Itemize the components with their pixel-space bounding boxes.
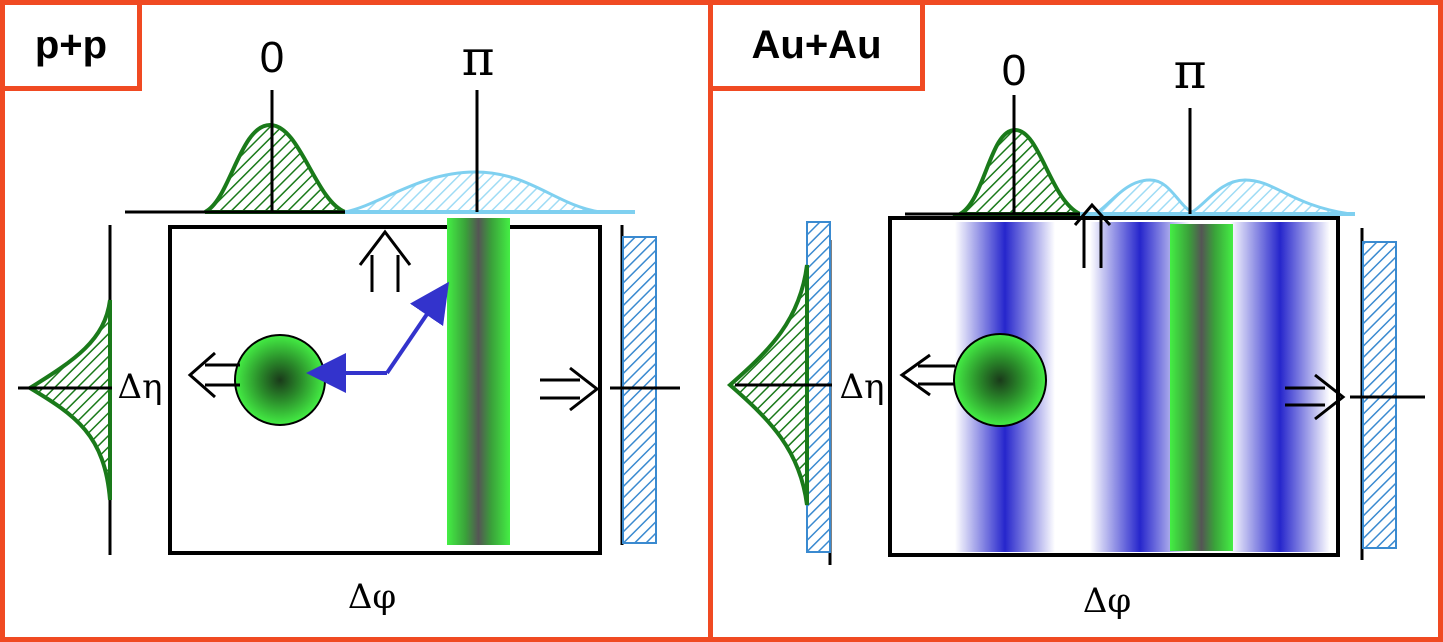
pp-title: p+p <box>5 5 142 91</box>
auau-title: Au+Au <box>713 5 925 91</box>
double-up-arrow-icon <box>358 229 412 292</box>
pp-right-projection <box>610 225 680 545</box>
pp-arrow-to-band <box>385 281 449 375</box>
auau-right-projection-bar <box>1362 241 1397 549</box>
auau-flat-projection-bar <box>806 221 831 553</box>
auau-zero-label: 0 <box>1002 46 1026 95</box>
auau-away-side-band <box>1170 224 1233 551</box>
auau-diagram: 0 π Δη Δφ <box>726 42 1425 621</box>
pp-away-side-peak <box>344 170 601 214</box>
auau-top-projection: 0 π <box>905 42 1355 216</box>
pp-away-side-band <box>447 218 510 545</box>
pp-correlation-box <box>168 225 602 555</box>
pp-left-projection <box>18 225 112 555</box>
double-right-arrow-icon <box>540 366 600 412</box>
pp-diagram: 0 π Δη Δφ <box>18 29 680 617</box>
pp-top-projection: 0 π <box>125 29 635 214</box>
double-right-arrow-icon <box>1285 373 1346 421</box>
auau-delta-eta-label: Δη <box>840 367 885 407</box>
pp-zero-label: 0 <box>260 33 284 82</box>
auau-near-side-peak <box>952 127 1081 216</box>
pp-delta-eta-label: Δη <box>118 367 163 407</box>
pp-pi-label: π <box>462 29 495 87</box>
double-left-arrow-icon <box>187 351 240 399</box>
pp-flat-projection-bar <box>622 236 657 544</box>
auau-near-side-jet-blob <box>953 333 1047 427</box>
auau-pi-label: π <box>1174 42 1207 100</box>
pp-near-side-peak <box>203 122 346 214</box>
pp-eta-peak <box>26 299 112 501</box>
auau-left-projection <box>726 221 832 565</box>
auau-right-projection <box>1350 228 1425 560</box>
auau-away-side-double-peak <box>1089 178 1351 216</box>
double-up-arrow-icon <box>1073 202 1112 268</box>
pp-near-side-jet-blob <box>234 334 326 426</box>
double-left-arrow-icon <box>899 353 955 397</box>
auau-delta-phi-label: Δφ <box>1083 581 1131 621</box>
pp-delta-phi-label: Δφ <box>348 577 396 617</box>
